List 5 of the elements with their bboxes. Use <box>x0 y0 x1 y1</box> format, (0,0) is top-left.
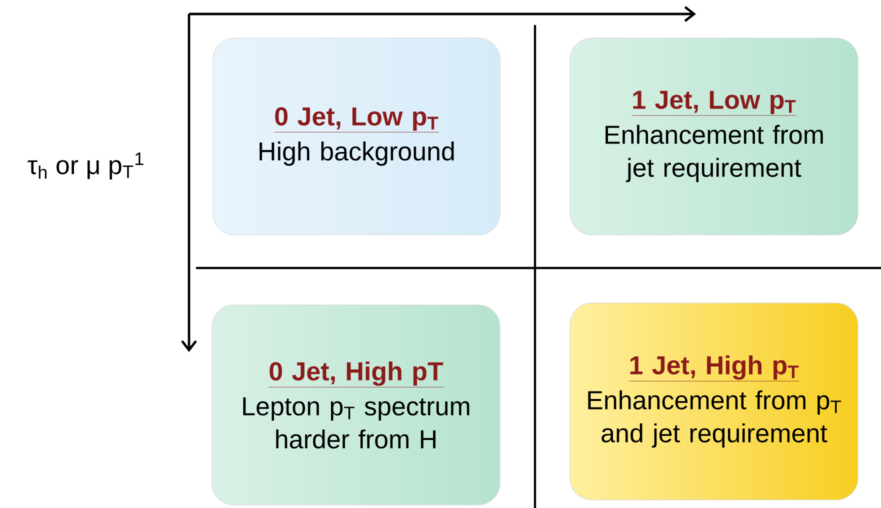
category-box: 1 Jet, High p$_{T}$ Enhancement from p$_{T}$ and jet requirement <box>570 302 858 500</box>
axis-label: τ$_{h}$ or μ p$_{T}$1 <box>28 152 144 180</box>
category-box: 0 Jet, High pT Lepton p$_{T}$ spectrum harder from H <box>212 304 500 506</box>
category-box: 0 Jet, Low p$_{T}$ High background <box>212 38 500 236</box>
category-box: 1 Jet, Low p$_{T}$ Enhancement from jet requirement <box>570 38 858 236</box>
